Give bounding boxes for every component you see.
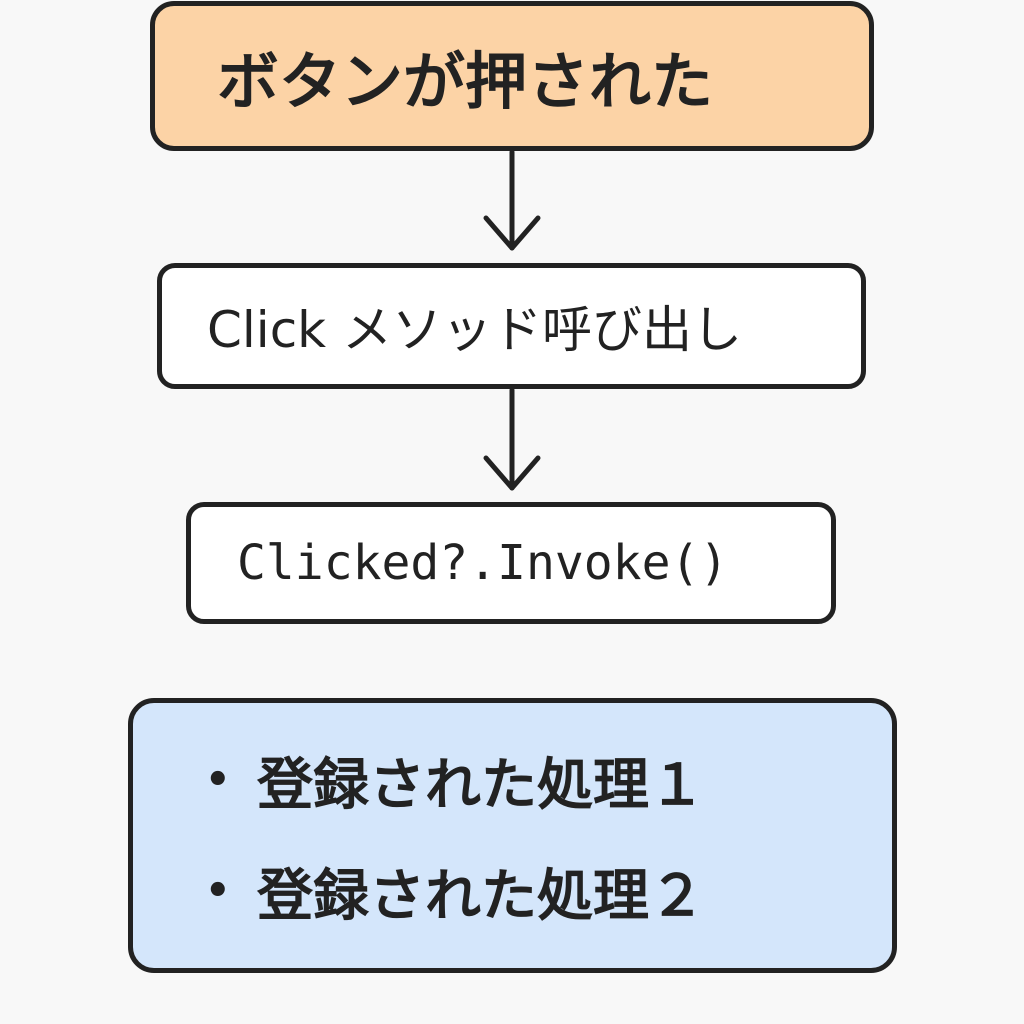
invoke-label: Clicked?.Invoke() (237, 535, 729, 591)
button-pressed-label: ボタンが押された (217, 45, 714, 118)
handler-item-1: • 登録された処理１ (205, 740, 705, 821)
click-method-box: Click メソッド呼び出し (157, 263, 866, 389)
arrow-2-icon (483, 387, 541, 491)
handler-label-2: 登録された処理２ (257, 863, 705, 929)
bullet-icon: • (205, 757, 231, 803)
bullet-icon: • (205, 868, 231, 914)
registered-handlers-box: • 登録された処理１ • 登録された処理２ (128, 698, 897, 973)
invoke-box: Clicked?.Invoke() (186, 502, 836, 624)
handler-label-1: 登録された処理１ (257, 752, 705, 818)
click-method-label: Click メソッド呼び出し (207, 301, 743, 359)
arrow-1-icon (483, 149, 541, 251)
handler-item-2: • 登録された処理２ (205, 851, 705, 932)
button-pressed-box: ボタンが押された (150, 1, 874, 151)
